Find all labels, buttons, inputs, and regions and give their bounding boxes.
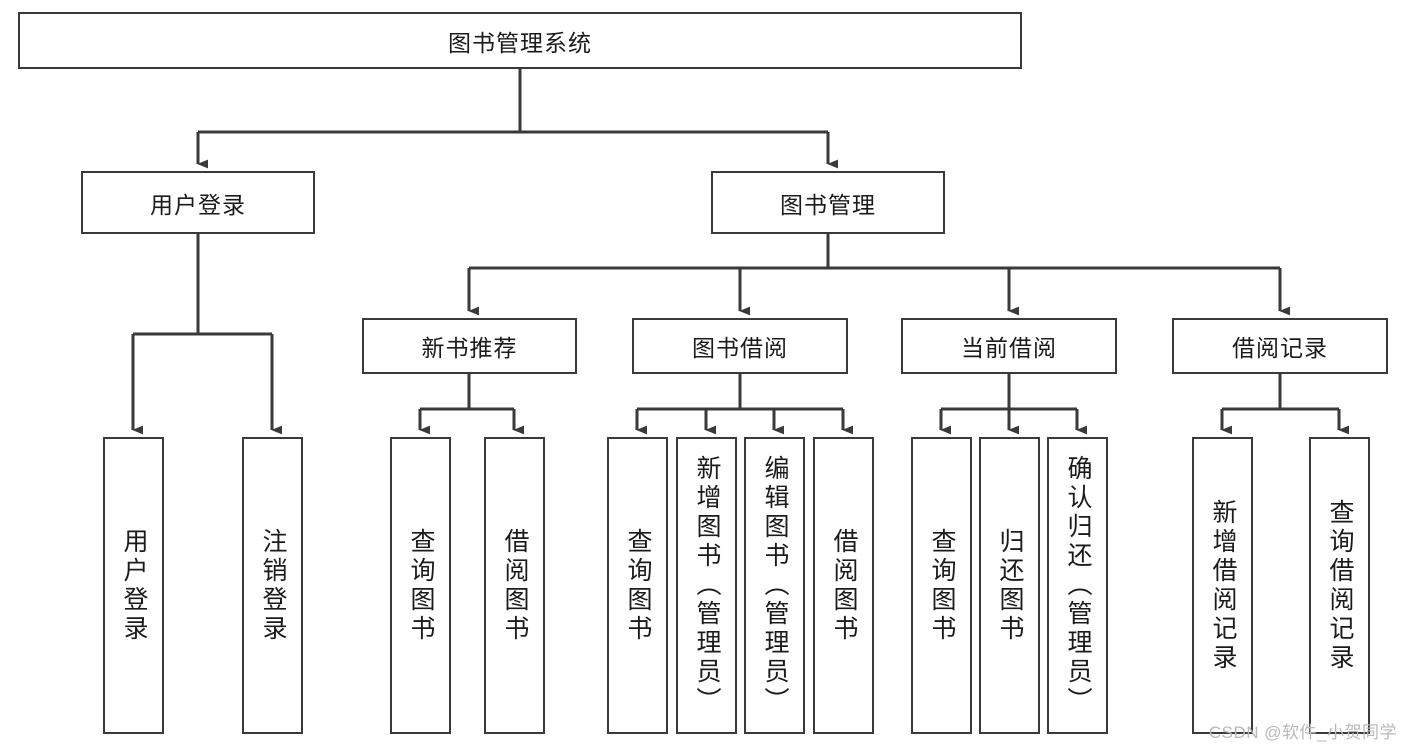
leaf-current-borrow-1-wrap: 查询图书 [913,439,970,732]
node-book-borrow[interactable]: 图书借阅 [632,318,848,374]
leaf-user-login-2-label: 注销登录 [259,527,287,644]
leaf-user-login-1-wrap: 用户登录 [105,439,162,732]
node-current-borrow[interactable]: 当前借阅 [901,318,1117,374]
leaf-current-borrow-3-wrap: 确认归还（管理员） [1049,439,1106,732]
leaf-book-borrow-1-wrap: 查询图书 [609,439,666,732]
node-root-label: 图书管理系统 [448,29,592,56]
leaf-borrow-record-2-label: 查询借阅记录 [1326,498,1354,673]
node-new-book-recommend[interactable]: 新书推荐 [362,318,577,374]
leaf-book-borrow-4-label: 借阅图书 [830,527,858,644]
leaf-current-borrow-3-label: 确认归还（管理员） [1064,455,1092,716]
leaf-borrow-record-2-wrap: 查询借阅记录 [1311,439,1368,732]
leaf-book-borrow-4[interactable]: 借阅图书 [813,437,874,734]
leaf-new-book-1[interactable]: 查询图书 [390,437,451,734]
watermark-text: CSDN @软件_小贺同学 [1208,723,1397,742]
node-borrow-record[interactable]: 借阅记录 [1172,318,1388,374]
leaf-user-login-2[interactable]: 注销登录 [242,437,303,734]
leaf-current-borrow-1[interactable]: 查询图书 [911,437,972,734]
leaf-current-borrow-1-label: 查询图书 [928,527,956,644]
leaf-user-login-1-label: 用户登录 [120,527,148,644]
node-current-borrow-label: 当前借阅 [961,335,1057,361]
node-user-login-label: 用户登录 [150,191,246,218]
leaf-book-borrow-2-wrap: 新增图书（管理员） [678,439,735,732]
leaf-book-borrow-1[interactable]: 查询图书 [607,437,668,734]
leaf-current-borrow-2-wrap: 归还图书 [981,439,1038,732]
node-book-manage-label: 图书管理 [780,191,876,218]
leaf-book-borrow-3[interactable]: 编辑图书（管理员） [744,437,805,734]
node-book-manage[interactable]: 图书管理 [711,171,945,234]
node-new-book-recommend-label: 新书推荐 [421,335,518,361]
leaf-current-borrow-2[interactable]: 归还图书 [979,437,1040,734]
leaf-user-login-2-wrap: 注销登录 [244,439,301,732]
leaf-borrow-record-1-wrap: 新增借阅记录 [1194,439,1251,732]
leaf-new-book-1-label: 查询图书 [407,527,435,644]
leaf-new-book-2[interactable]: 借阅图书 [484,437,545,734]
leaf-book-borrow-1-label: 查询图书 [624,527,652,644]
leaf-user-login-1[interactable]: 用户登录 [103,437,164,734]
leaf-new-book-1-wrap: 查询图书 [392,439,449,732]
leaf-book-borrow-3-wrap: 编辑图书（管理员） [746,439,803,732]
node-book-borrow-label: 图书借阅 [692,335,788,361]
leaf-book-borrow-2-label: 新增图书（管理员） [693,455,721,716]
leaf-borrow-record-1[interactable]: 新增借阅记录 [1192,437,1253,734]
leaf-new-book-2-wrap: 借阅图书 [486,439,543,732]
node-root[interactable]: 图书管理系统 [18,12,1022,69]
leaf-current-borrow-3[interactable]: 确认归还（管理员） [1047,437,1108,734]
leaf-book-borrow-3-label: 编辑图书（管理员） [761,455,789,716]
leaf-current-borrow-2-label: 归还图书 [996,527,1024,644]
leaf-book-borrow-4-wrap: 借阅图书 [815,439,872,732]
leaf-new-book-2-label: 借阅图书 [501,527,529,644]
node-borrow-record-label: 借阅记录 [1232,335,1328,361]
leaf-borrow-record-1-label: 新增借阅记录 [1209,498,1237,673]
node-user-login[interactable]: 用户登录 [81,171,315,234]
leaf-book-borrow-2[interactable]: 新增图书（管理员） [676,437,737,734]
leaf-borrow-record-2[interactable]: 查询借阅记录 [1309,437,1370,734]
